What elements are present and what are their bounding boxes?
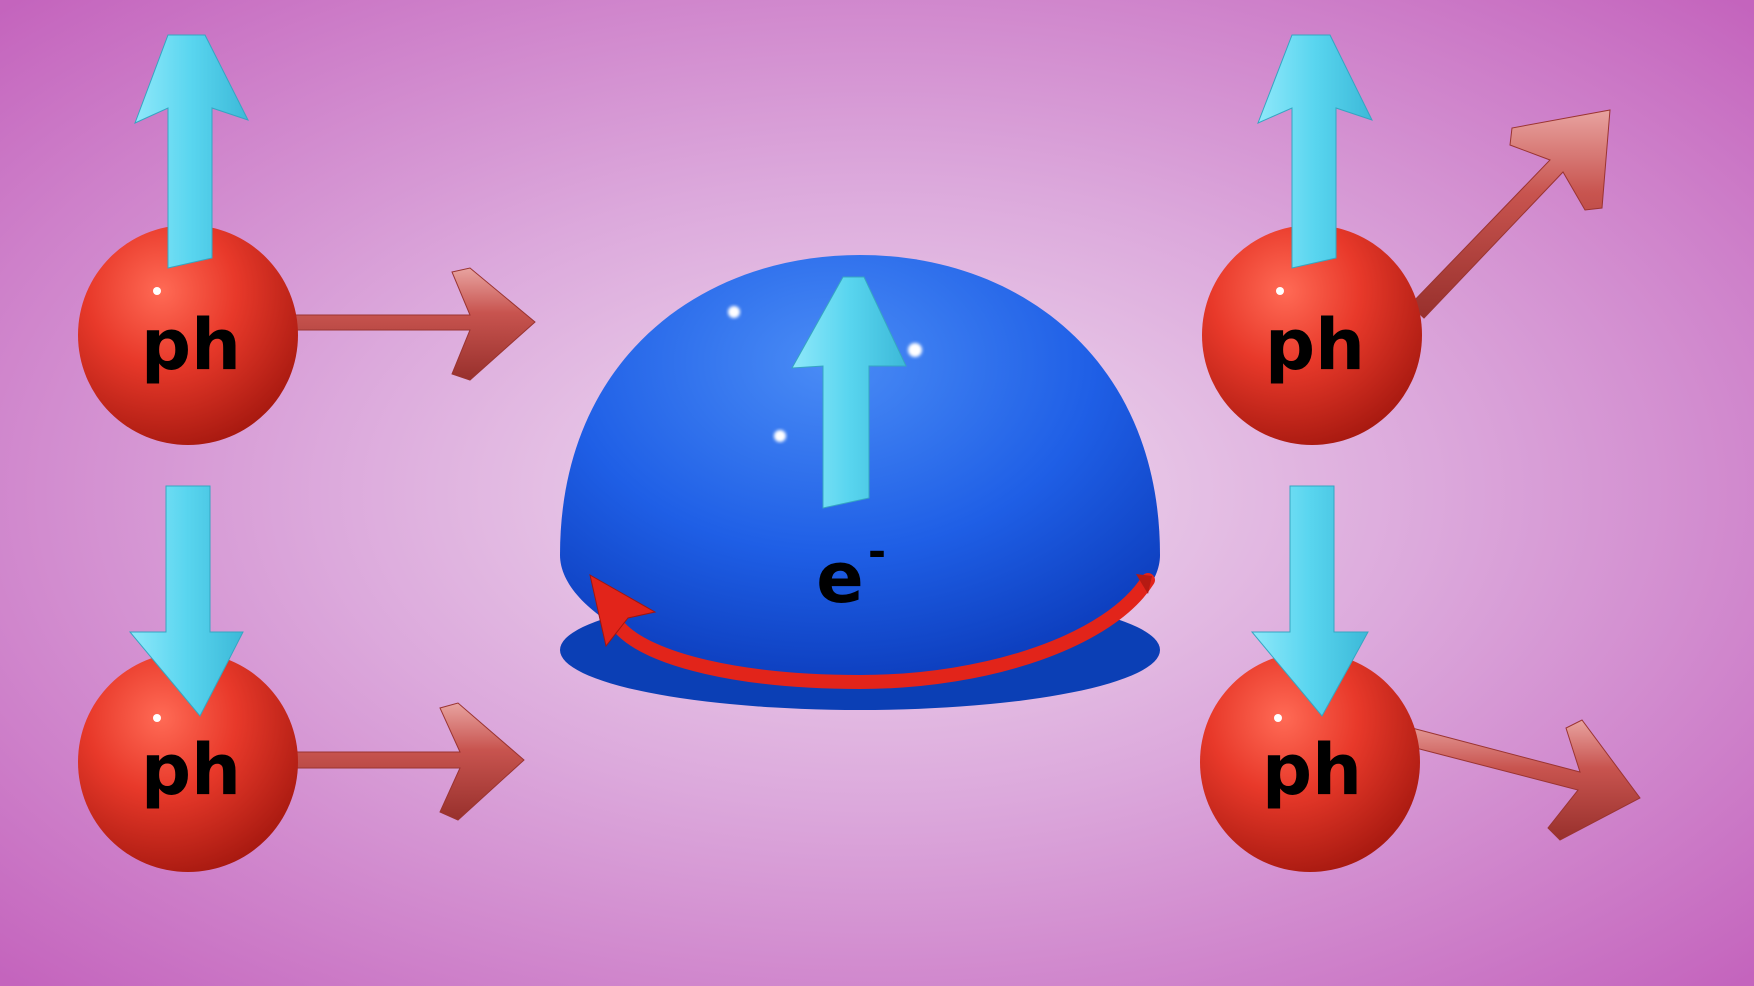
specular-highlight <box>153 287 161 295</box>
phonon-bottom-left: ph <box>78 485 525 872</box>
rotation-arrow-tail <box>1136 574 1152 594</box>
electron: e - <box>560 255 1160 710</box>
spin-up-arrow <box>1257 34 1373 269</box>
momentum-arrow-up-right <box>1409 109 1611 319</box>
phonon-sphere <box>1200 652 1420 872</box>
phonon-top-left: ph <box>78 34 536 445</box>
phonon-sphere <box>78 225 298 445</box>
phonon-label: ph <box>1262 729 1362 811</box>
spin-up-arrow <box>791 276 907 509</box>
momentum-arrow-right <box>289 267 536 381</box>
specular-highlight <box>908 343 922 357</box>
phonon-label: ph <box>141 304 241 386</box>
momentum-arrow-down-right <box>1407 719 1641 841</box>
rotation-arrow <box>613 573 1155 690</box>
spin-down-arrow <box>128 485 244 717</box>
specular-highlight <box>1274 714 1282 722</box>
phonon-bottom-right: ph <box>1200 485 1641 872</box>
specular-highlight <box>153 714 161 722</box>
phonon-sphere <box>1202 225 1422 445</box>
rotation-arrowhead <box>589 574 657 648</box>
specular-highlight <box>1276 287 1284 295</box>
spin-down-arrow <box>1250 485 1369 717</box>
electron-label: e <box>816 537 863 619</box>
phonon-label: ph <box>1265 304 1365 386</box>
phonon-top-right: ph <box>1202 34 1611 445</box>
electron-charge-sign: - <box>868 527 886 578</box>
momentum-arrow-right <box>289 702 525 821</box>
specular-highlight <box>728 306 740 318</box>
specular-highlight <box>774 430 786 442</box>
phonon-label: ph <box>141 729 241 811</box>
phonon-sphere <box>78 652 298 872</box>
spin-up-arrow <box>134 34 249 269</box>
